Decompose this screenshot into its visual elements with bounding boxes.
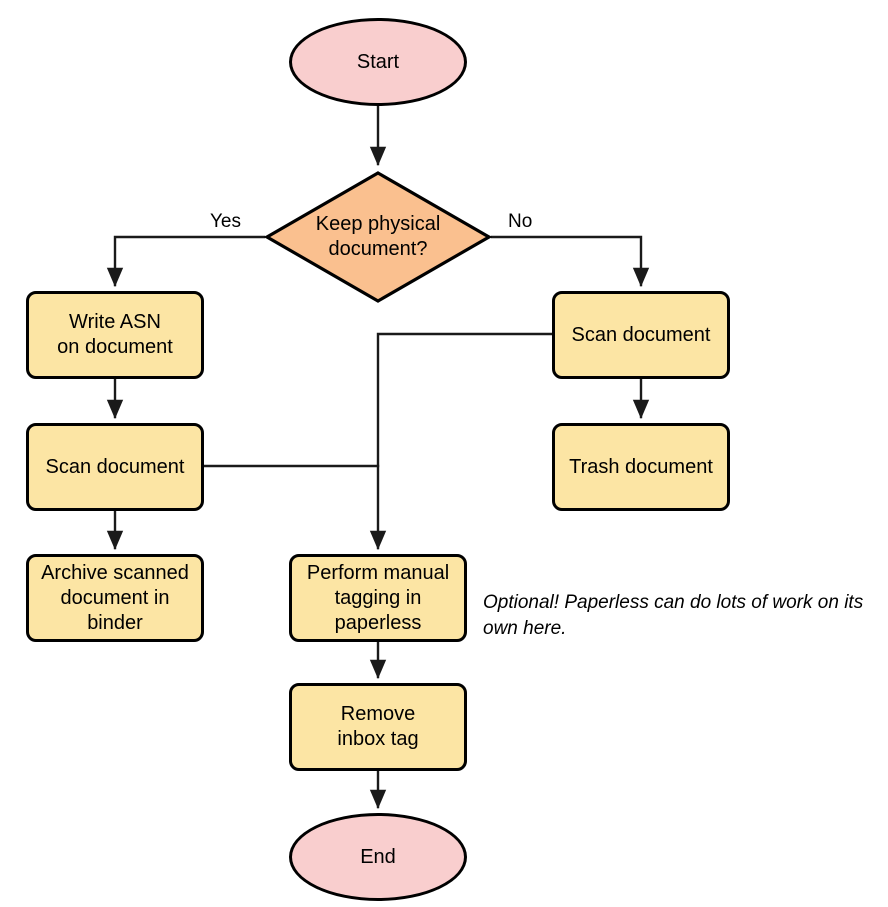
node-start[interactable]: Start xyxy=(289,18,467,106)
node-perform-manual-tagging-in-paperless[interactable]: Perform manual tagging in paperless xyxy=(289,554,467,642)
node-scan-document-left-label: Scan document xyxy=(45,455,185,478)
node-archive-scanned-document-in-binder-label: Archive scanned document in binder xyxy=(41,561,189,634)
node-keep-physical-document[interactable]: Keep physical document? xyxy=(264,170,492,304)
node-keep-physical-document-label: Keep physical document? xyxy=(315,213,441,260)
diamond-shape xyxy=(264,171,492,303)
edge-keep-physical-document-to-write-asn-on-document xyxy=(106,235,266,287)
node-archive-scanned-document-in-binder[interactable]: Archive scanned document in binder xyxy=(26,554,204,642)
node-scan-document-right-label: Scan document xyxy=(571,323,711,346)
node-trash-document-label: Trash document xyxy=(569,455,713,478)
edge-label-no: No xyxy=(508,211,533,232)
edge-label-yes: Yes xyxy=(210,211,241,232)
edge-keep-physical-document-to-scan-document-right xyxy=(490,235,650,287)
edge-scan-document-right-to-perform-manual-tagging-in-paperless xyxy=(369,332,554,550)
node-remove-inbox-tag-label: Remove inbox tag xyxy=(337,703,419,750)
node-write-asn-on-document-label: Write ASN on document xyxy=(57,311,173,358)
node-perform-manual-tagging-in-paperless-label: Perform manual tagging in paperless xyxy=(306,561,450,634)
node-scan-document-right[interactable]: Scan document xyxy=(552,291,730,379)
node-remove-inbox-tag[interactable]: Remove inbox tag xyxy=(289,683,467,771)
node-start-label: Start xyxy=(356,50,400,73)
node-end[interactable]: End xyxy=(289,813,467,901)
node-end-label: End xyxy=(360,845,396,868)
node-trash-document[interactable]: Trash document xyxy=(552,423,730,511)
node-write-asn-on-document[interactable]: Write ASN on document xyxy=(26,291,204,379)
annotation-optional-note: Optional! Paperless can do lots of work … xyxy=(483,592,864,639)
node-scan-document-left[interactable]: Scan document xyxy=(26,423,204,511)
